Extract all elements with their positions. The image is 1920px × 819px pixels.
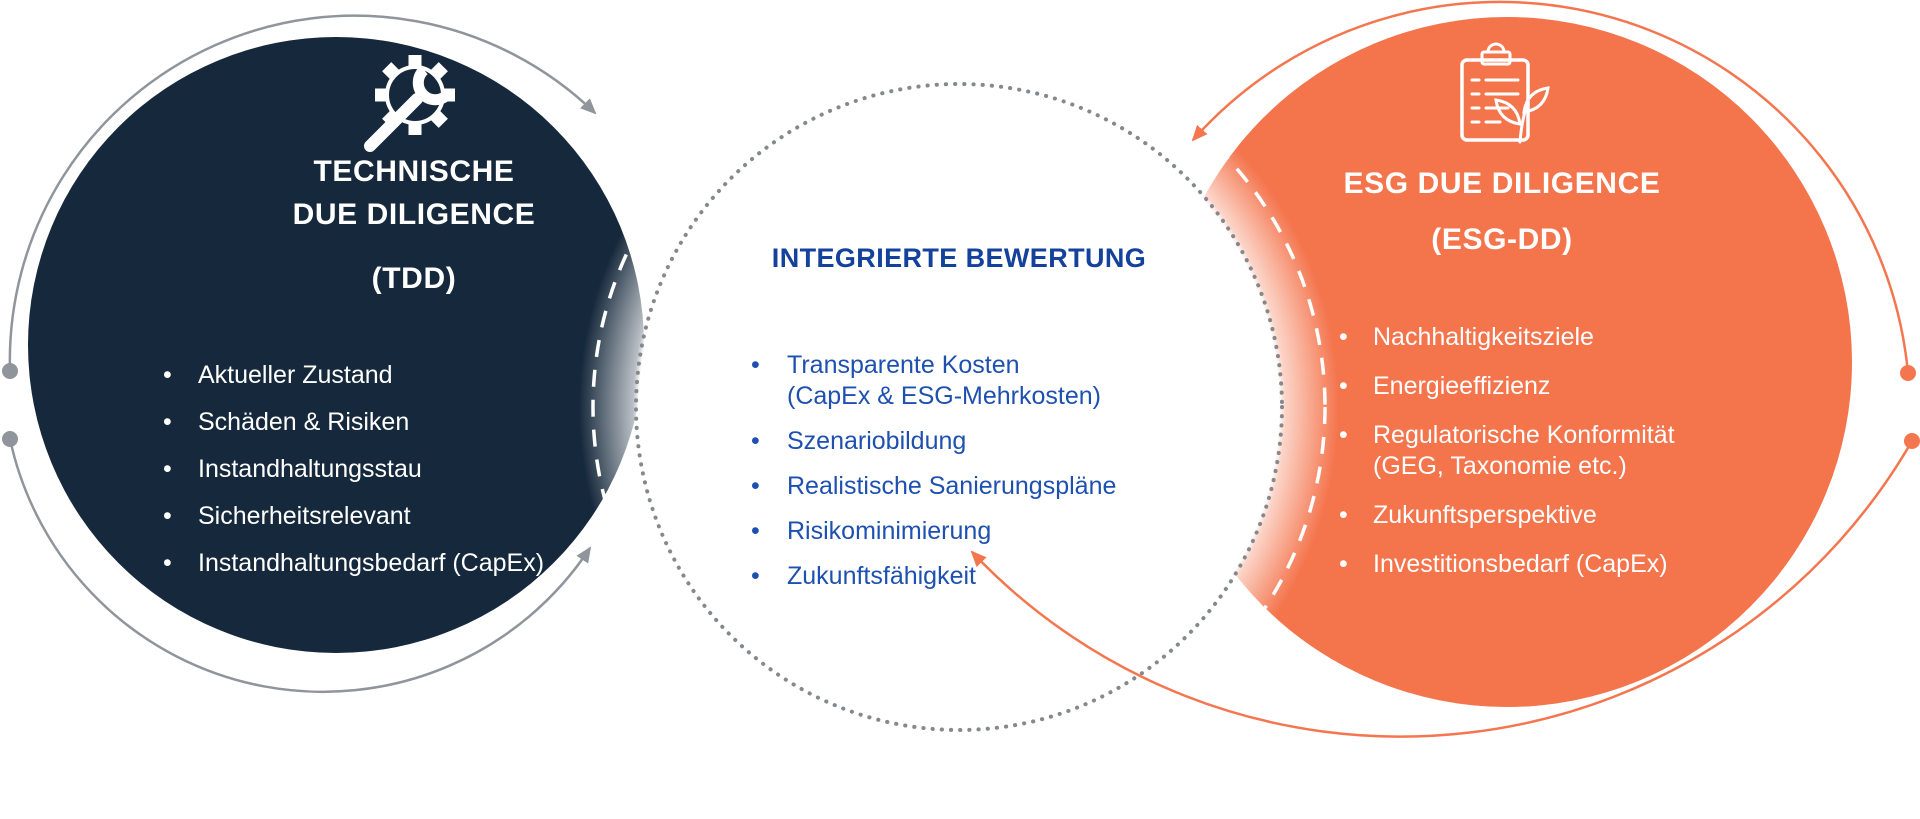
esg-bullet-list: NachhaltigkeitszieleEnergieeffizienzRegu…: [1335, 322, 1815, 580]
tdd-title-line2: DUE DILIGENCE: [292, 198, 536, 231]
center-title: INTEGRIERTE BEWERTUNG: [771, 243, 1147, 273]
list-item: Regulatorische Konformität (GEG, Taxonom…: [1335, 420, 1815, 482]
list-item: Zukunftsperspektive: [1335, 500, 1815, 531]
list-item: Schäden & Risiken: [155, 407, 625, 438]
list-item: Zukunftsfähigkeit: [747, 561, 1227, 592]
clipboard-leaf-icon: [1460, 42, 1550, 144]
left-top-arc-arrow: [8, 14, 597, 372]
gear-wrench-icon: [364, 55, 455, 152]
list-item: Instandhaltungsstau: [155, 454, 625, 485]
right-top-arc-arrow: [1191, 0, 1910, 374]
left-arc-dot-top: [2, 363, 18, 379]
right-arc-dot-top: [1900, 365, 1916, 381]
tdd-bullet-list: Aktueller ZustandSchäden & RisikenInstan…: [155, 360, 625, 579]
left-bottom-arc-arrow: [8, 438, 592, 693]
esg-circle: [1162, 17, 1852, 707]
list-item: Transparente Kosten (CapEx & ESG-Mehrkos…: [747, 350, 1227, 412]
list-item: Sicherheitsrelevant: [155, 501, 625, 532]
list-item: Realistische Sanierungspläne: [747, 471, 1227, 502]
list-item: Szenariobildung: [747, 426, 1227, 457]
list-item: Risikominimierung: [747, 516, 1227, 547]
list-item: Aktueller Zustand: [155, 360, 625, 391]
list-item: Energieeffizienz: [1335, 371, 1815, 402]
center-circle-dotted-border: [634, 82, 1284, 732]
right-arc-dot-bottom: [1904, 433, 1920, 449]
list-item: Instandhaltungsbedarf (CapEx): [155, 548, 625, 579]
esg-title-line1: ESG DUE DILIGENCE: [1343, 167, 1661, 200]
list-item: Investitionsbedarf (CapEx): [1335, 549, 1815, 580]
tdd-title-block: TECHNISCHE DUE DILIGENCE (TDD): [214, 150, 614, 300]
esg-title-block: ESG DUE DILIGENCE (ESG-DD): [1302, 162, 1702, 261]
list-item: Nachhaltigkeitsziele: [1335, 322, 1815, 353]
esg-subtitle: (ESG-DD): [1431, 223, 1573, 256]
tdd-title-line1: TECHNISCHE: [313, 155, 515, 188]
left-arc-dot-bottom: [2, 431, 18, 447]
tdd-circle: [28, 37, 644, 653]
tdd-subtitle: (TDD): [371, 262, 457, 295]
center-bullet-list: Transparente Kosten (CapEx & ESG-Mehrkos…: [747, 350, 1227, 592]
